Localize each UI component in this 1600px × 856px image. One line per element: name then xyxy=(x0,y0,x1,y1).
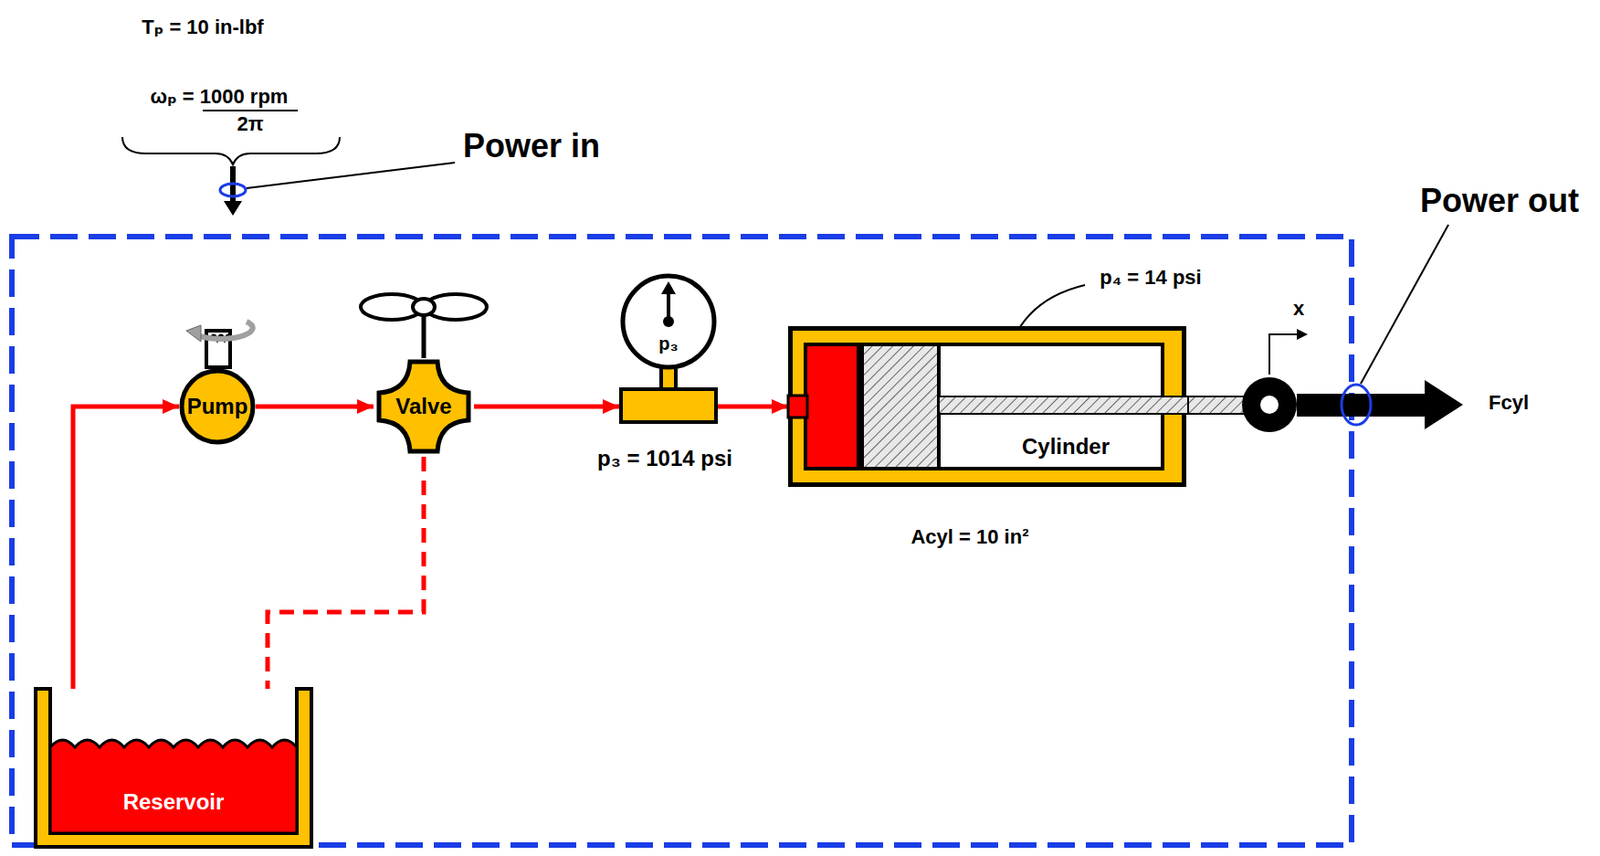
shape-outline xyxy=(35,688,312,847)
leader-line xyxy=(1360,224,1449,384)
power-in-marker xyxy=(220,183,246,197)
rotation-arrow xyxy=(195,321,253,339)
node-label: Cylinder xyxy=(1021,433,1110,460)
node-label: Reservoir xyxy=(123,789,225,815)
node-label: Pump xyxy=(187,393,249,420)
power-out-marker xyxy=(1341,384,1371,425)
force-arrow xyxy=(1296,393,1427,417)
speed-value: ωₚ = 1000 rpm xyxy=(150,84,289,108)
valve-hub xyxy=(412,298,435,316)
reservoir-tank: Reservoir xyxy=(35,688,312,847)
valve-stem xyxy=(421,310,427,358)
node-label: Valve xyxy=(395,393,452,420)
cylinder-box: Cylinder xyxy=(788,326,1187,487)
callout-label: Power in xyxy=(463,126,600,165)
fraction-bar xyxy=(202,109,298,112)
torque-value: Tₚ = 10 in-lbf xyxy=(141,15,264,39)
bracket xyxy=(122,136,340,165)
displacement-symbol: x xyxy=(1293,296,1305,320)
area-value: Acyl = 10 in² xyxy=(910,525,1029,548)
node-label: p₃ xyxy=(658,333,678,355)
valve-symbol: Valve xyxy=(373,356,474,457)
displacement-arrow xyxy=(1269,334,1299,375)
pressure-gauge: p₃ xyxy=(619,272,718,424)
return-line xyxy=(267,456,424,689)
force-symbol: Fcyl xyxy=(1488,390,1529,414)
shaft-arrowhead xyxy=(223,200,243,216)
rotation-arrowhead xyxy=(186,325,201,342)
rod-end xyxy=(1242,377,1297,432)
callout-label: Power out xyxy=(1420,181,1579,220)
force-arrowhead xyxy=(1424,379,1464,430)
hydraulic-line xyxy=(73,406,179,689)
hydraulic-line xyxy=(255,404,374,410)
hydraulic-line xyxy=(717,404,789,410)
displacement-arrowhead xyxy=(1296,328,1308,340)
rod-end-eye xyxy=(1260,395,1279,414)
shape-outline xyxy=(788,326,1187,487)
system-boundary xyxy=(11,236,1352,845)
leader-line xyxy=(246,162,455,189)
pressure-value: p₃ = 1014 psi xyxy=(597,445,733,472)
piston-rod xyxy=(1183,396,1246,414)
pressure-value: p₄ = 14 psi xyxy=(1099,265,1201,289)
speed-denominator: 2π xyxy=(236,112,264,136)
hydraulic-line xyxy=(473,404,620,410)
pump-circle: Pump xyxy=(178,368,256,445)
